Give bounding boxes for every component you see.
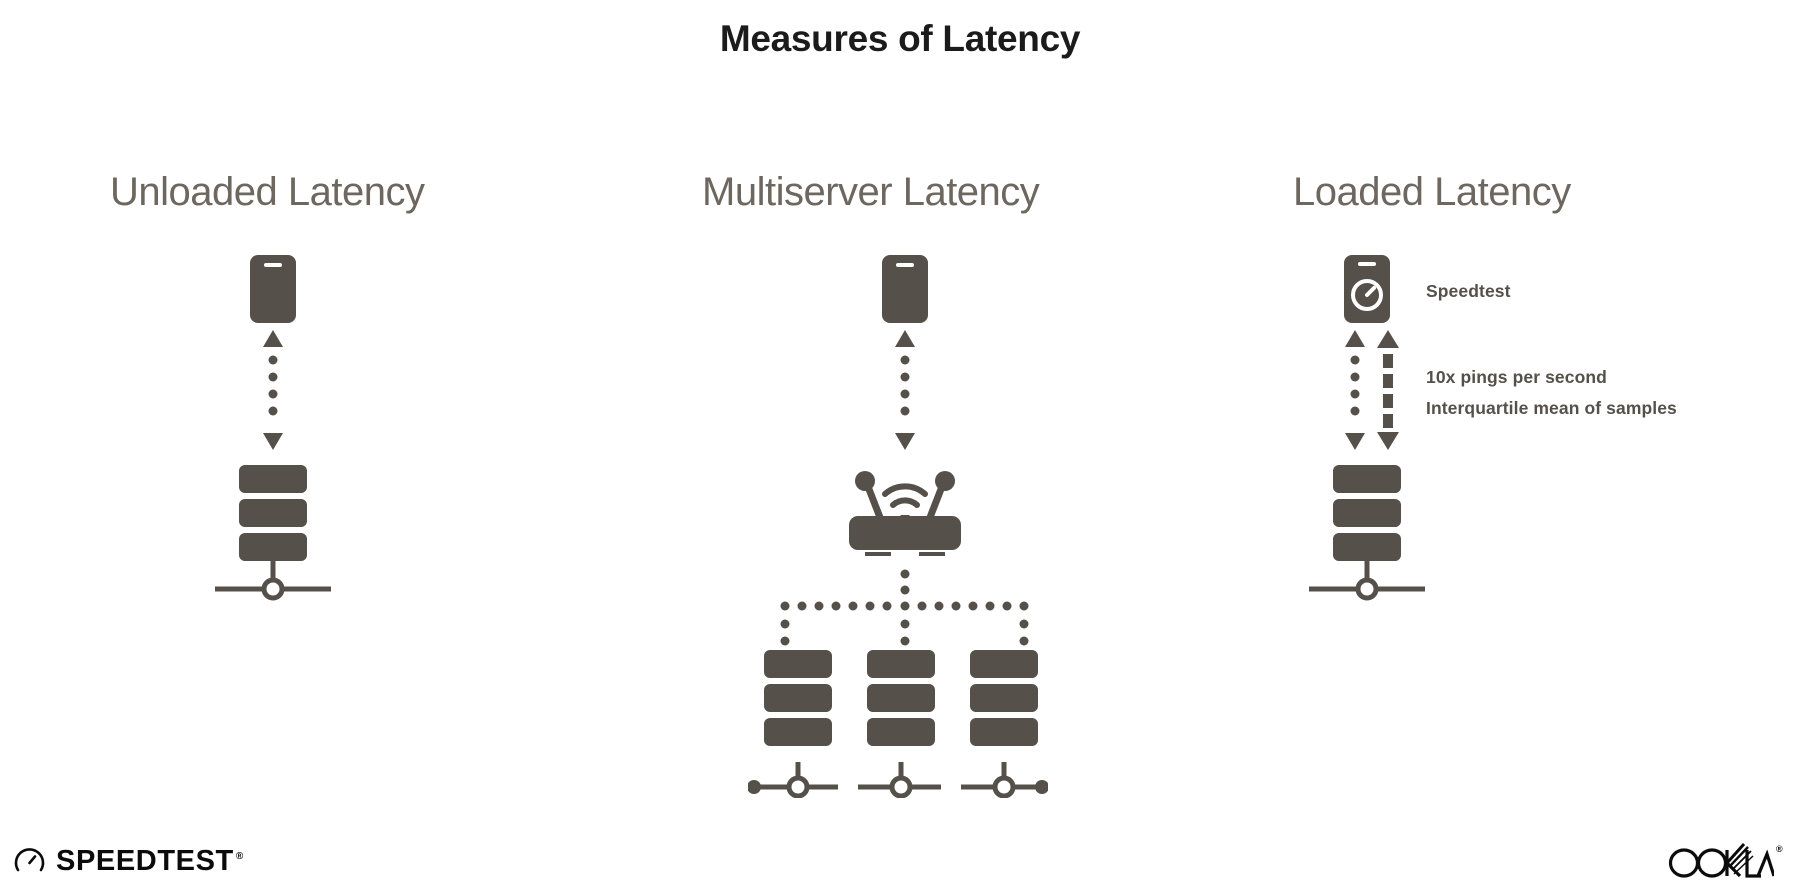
annotation-interquartile-mean: Interquartile mean of samples [1426, 398, 1677, 418]
router-icon [849, 471, 961, 556]
dotted-double-arrow-icon [263, 330, 283, 450]
dotted-double-arrow-icon [1345, 330, 1365, 450]
annotation-speedtest: Speedtest [1426, 281, 1511, 301]
annotation-pings-per-second: 10x pings per second [1426, 367, 1607, 387]
speedtest-logo: SPEEDTEST® [14, 845, 244, 878]
registered-mark: ® [1776, 844, 1783, 854]
speedtest-wordmark: SPEEDTEST® [56, 845, 244, 878]
network-bus-icon [748, 762, 1048, 798]
server-stack-icon [867, 650, 935, 746]
ookla-logo: ® [1668, 842, 1783, 880]
column-heading-unloaded: Unloaded Latency [110, 170, 425, 214]
server-stack-icon [215, 465, 331, 601]
speedtest-gauge-icon [14, 848, 45, 872]
phone-speedtest-icon [1344, 255, 1390, 323]
server-stack-icon [1309, 465, 1425, 601]
server-stack-icon [970, 650, 1038, 746]
column-heading-multiserver: Multiserver Latency [702, 170, 1040, 214]
speedtest-wordmark-text: SPEEDTEST [56, 845, 234, 877]
dashed-double-arrow-icon [1377, 330, 1399, 450]
page-title: Measures of Latency [719, 18, 1081, 59]
column-heading-loaded: Loaded Latency [1293, 170, 1571, 214]
registered-mark: ® [235, 851, 244, 863]
ookla-wordmark-icon [1668, 842, 1774, 878]
phone-icon [250, 255, 296, 323]
server-stack-icon [764, 650, 832, 746]
dotted-double-arrow-icon [895, 330, 915, 450]
phone-icon [882, 255, 928, 323]
dotted-branch-tree-icon [780, 569, 1029, 646]
